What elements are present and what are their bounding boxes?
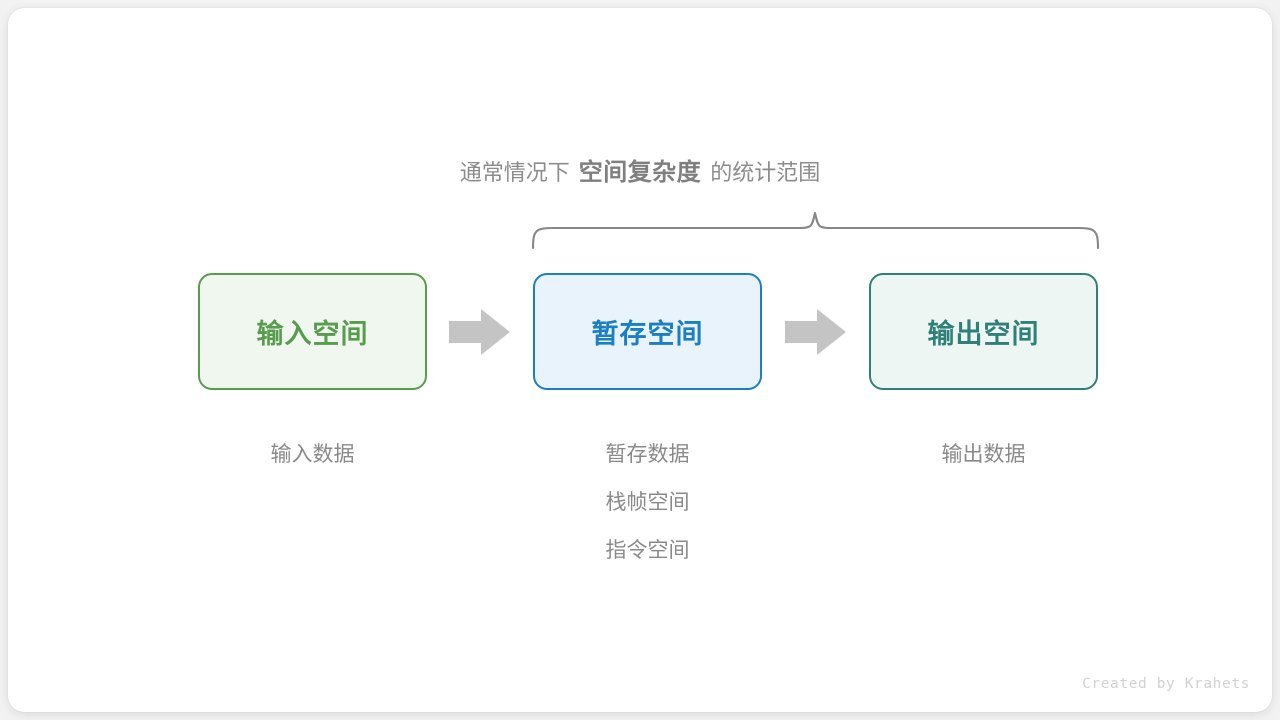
sublabels-input: 输入数据 — [198, 431, 427, 479]
box-output-space-label: 输出空间 — [927, 319, 1040, 349]
sublabel-item: 指令空间 — [605, 539, 690, 562]
sublabel-item: 栈帧空间 — [605, 491, 690, 514]
caption-emphasis: 空间复杂度 — [578, 159, 702, 186]
box-temp-space[interactable]: 暂存空间 — [533, 273, 762, 390]
box-output-space[interactable]: 输出空间 — [869, 273, 1098, 390]
credit-text: Created by Krahets — [1082, 676, 1250, 692]
caption-prefix: 通常情况下 — [459, 160, 570, 185]
brace-caption: 通常情况下空间复杂度的统计范围 — [8, 158, 1272, 188]
box-input-space-label: 输入空间 — [256, 319, 369, 349]
diagram-canvas: 通常情况下空间复杂度的统计范围 输入空间 暂存空间 输出空间 输入数据 暂存数据… — [8, 8, 1272, 712]
box-input-space[interactable]: 输入空间 — [198, 273, 427, 390]
sublabel-item: 输入数据 — [270, 443, 355, 466]
sublabel-item: 暂存数据 — [605, 443, 690, 466]
arrow-right-icon-temp-to-output — [785, 309, 846, 355]
curly-brace — [531, 211, 1100, 250]
sublabels-temp: 暂存数据 栈帧空间 指令空间 — [533, 431, 762, 575]
sublabel-item: 输出数据 — [941, 443, 1026, 466]
caption-suffix: 的统计范围 — [710, 160, 821, 185]
arrow-right-icon-input-to-temp — [449, 309, 510, 355]
box-temp-space-label: 暂存空间 — [591, 319, 704, 349]
sublabels-output: 输出数据 — [869, 431, 1098, 479]
